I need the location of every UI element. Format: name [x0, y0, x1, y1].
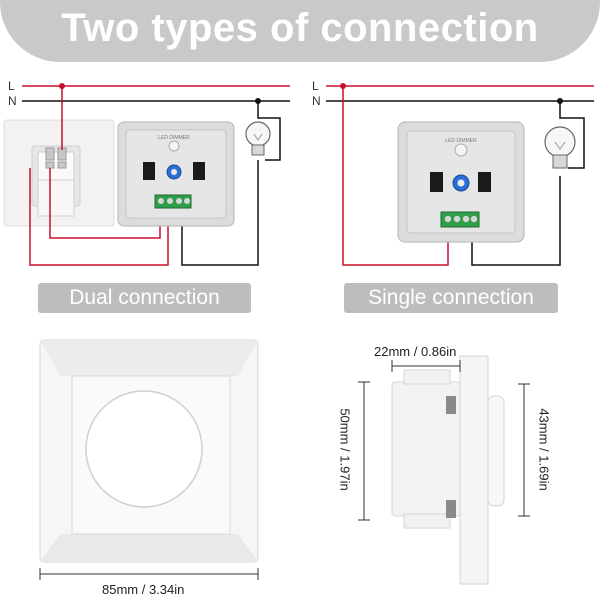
- dimension-height-label: 50mm / 1.97in: [337, 408, 353, 491]
- led-dimmer-right: [397, 121, 525, 243]
- dimension-depth-label: 22mm / 0.86in: [374, 344, 457, 359]
- dimmer-side-view: [391, 355, 505, 585]
- dimmer-face-label-left: LED DIMMER: [158, 135, 190, 141]
- page-title: Two types of connection: [61, 6, 539, 50]
- wire-label-l-left: L: [8, 79, 15, 93]
- wall-switch: [3, 119, 115, 227]
- light-bulb-icon: [245, 121, 271, 156]
- dimmer-front-view: [39, 339, 259, 563]
- wire-switch-to-dimmer-b: [29, 168, 169, 266]
- dimmer-face-label-right: LED DIMMER: [445, 138, 477, 144]
- wire-dimmer-to-lamp-left: [181, 160, 259, 266]
- wire-neutral-to-lamp-left: [257, 101, 281, 161]
- wire-neutral-to-lamp-right: [559, 101, 585, 169]
- label-dual-connection: Dual connection: [38, 283, 251, 313]
- wire-label-n-left: N: [8, 94, 17, 108]
- wire-label-n-right: N: [312, 94, 321, 108]
- dimension-width-label: 85mm / 3.34in: [102, 582, 185, 597]
- label-single-connection: Single connection: [344, 283, 558, 313]
- dimension-body-label: 43mm / 1.69in: [536, 408, 552, 491]
- wire-dimmer-to-lamp-right: [471, 176, 561, 266]
- wire-live-to-dimmer-right: [342, 86, 449, 266]
- wire-label-l-right: L: [312, 79, 319, 93]
- light-bulb-icon: [544, 126, 576, 169]
- led-dimmer-left: [117, 121, 235, 227]
- title-banner: [0, 0, 600, 62]
